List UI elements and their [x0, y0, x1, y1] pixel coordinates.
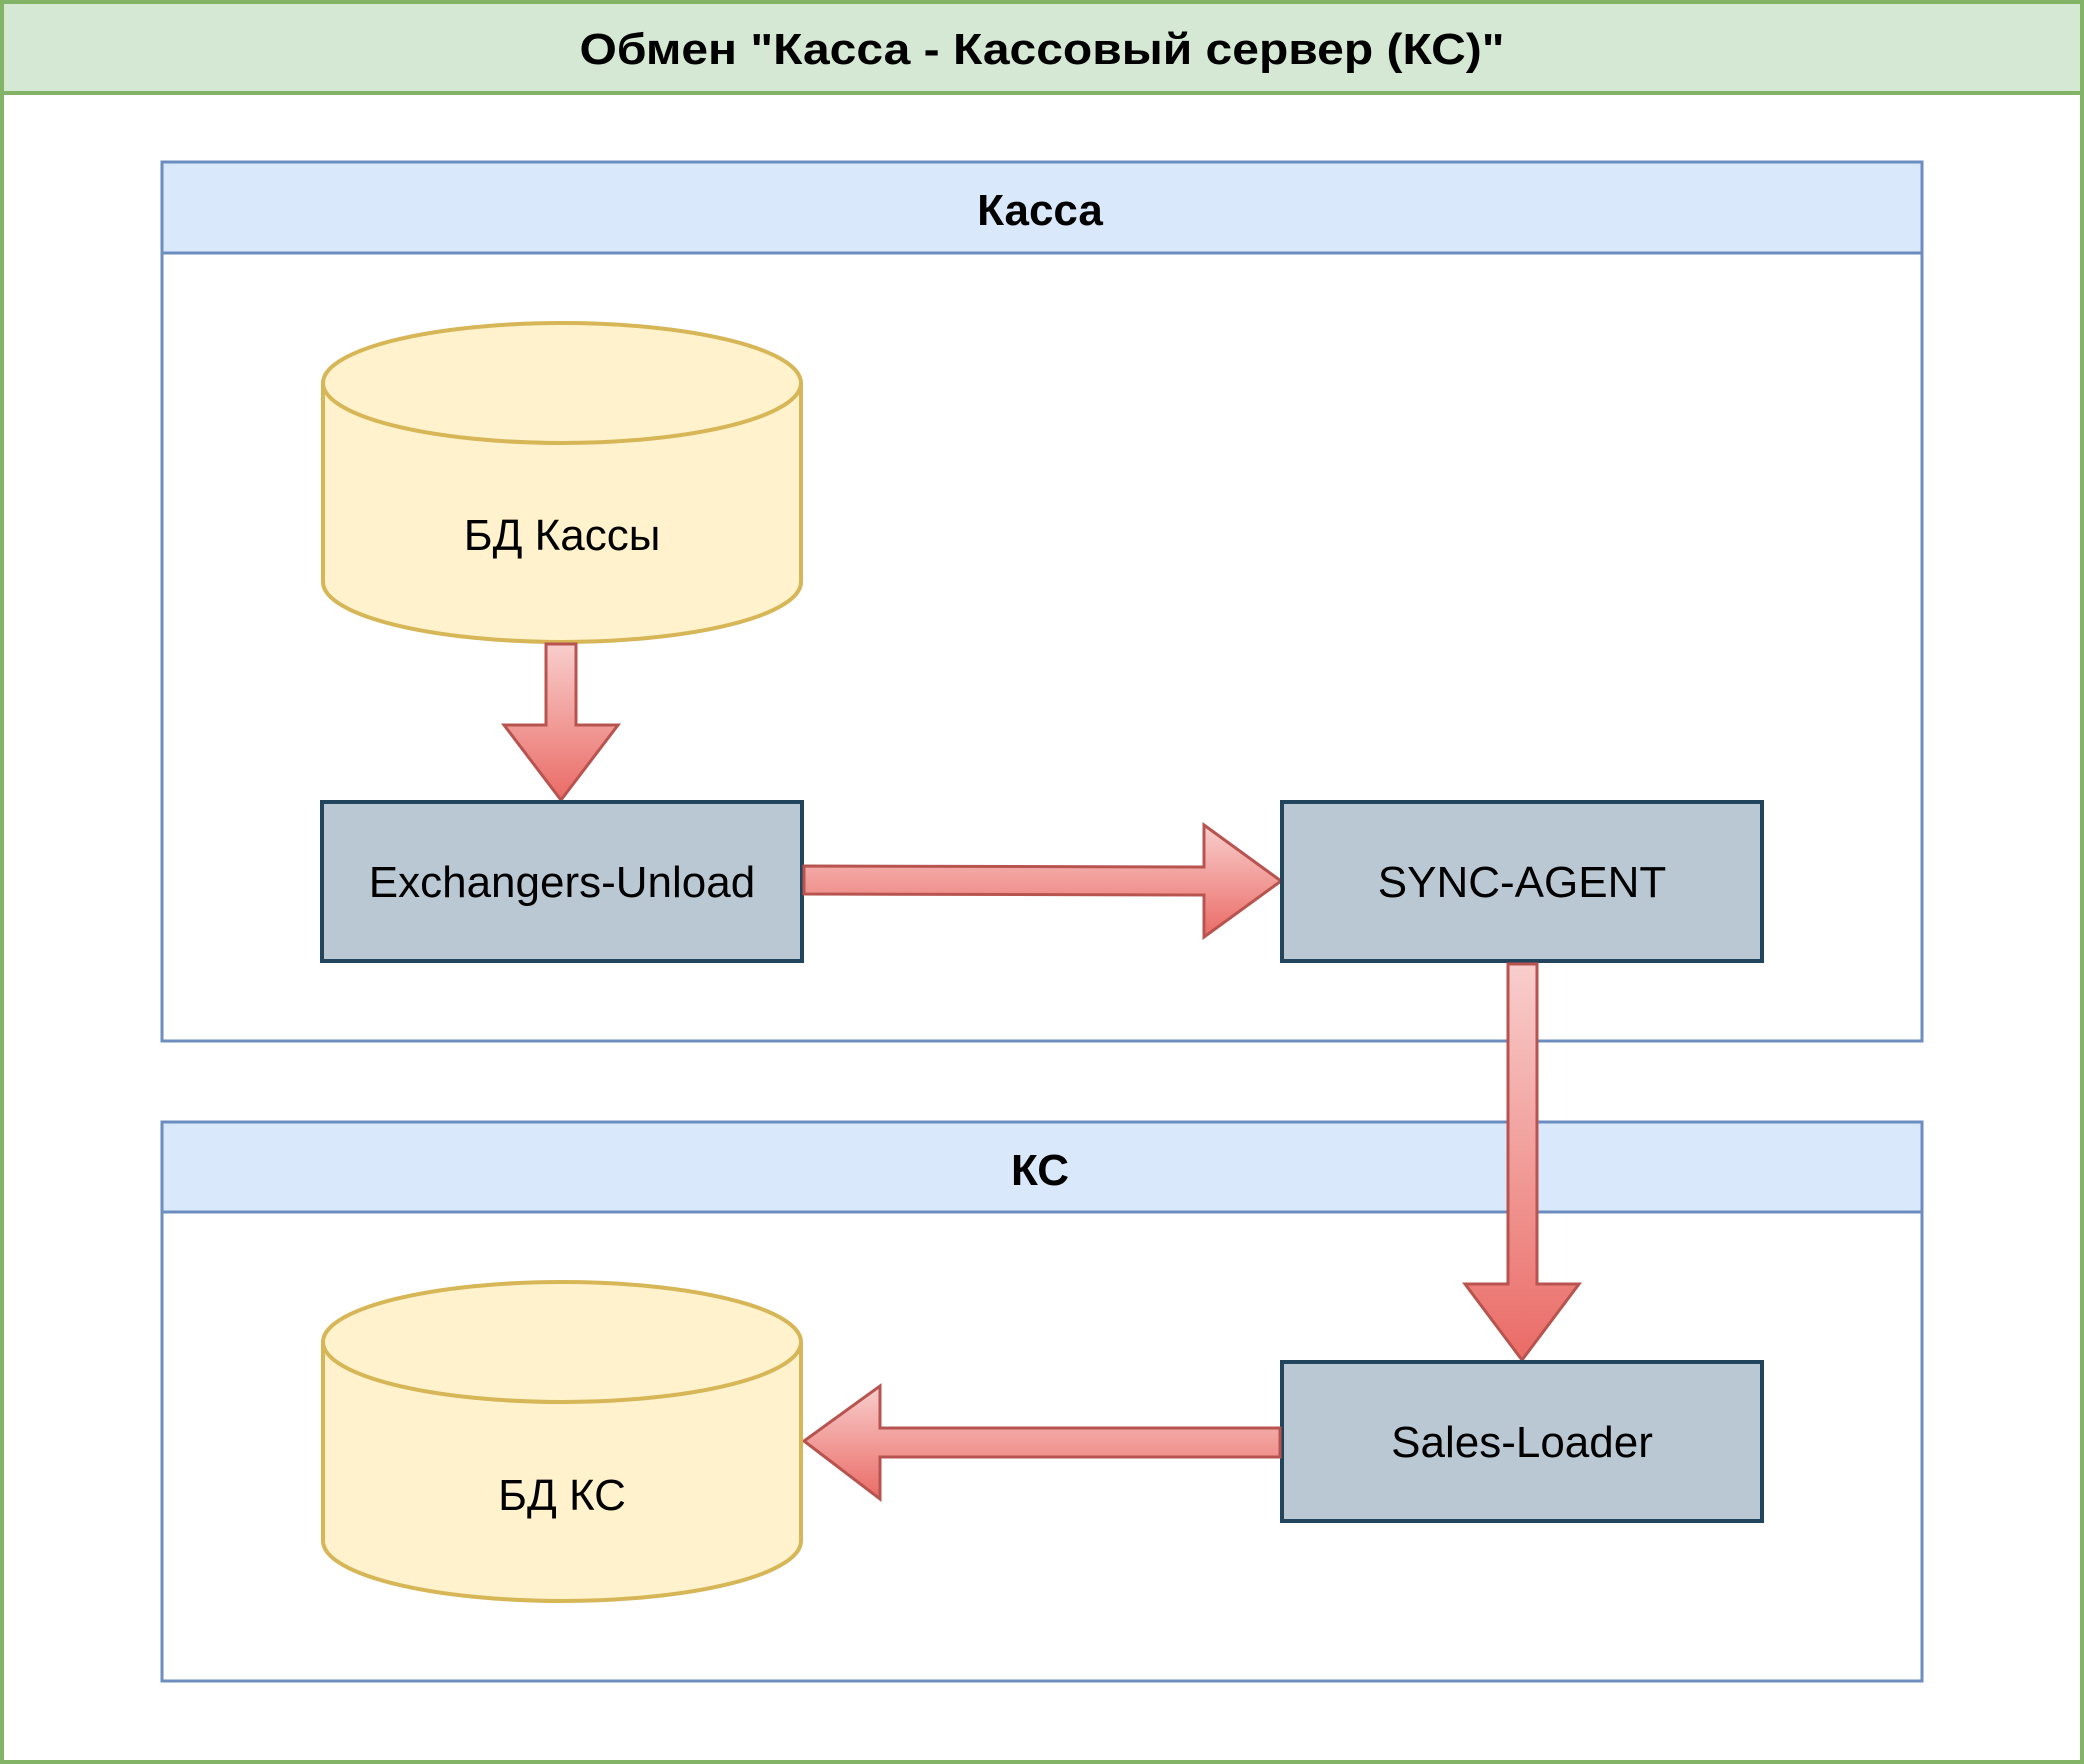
arrow-exchangers-to-sync-agent: [802, 822, 1284, 940]
arrow-db-kassa-to-exchangers: [500, 642, 622, 803]
db-ks-cylinder[interactable]: БД КС: [321, 1280, 803, 1603]
sales-loader-label: Sales-Loader: [1391, 1418, 1653, 1467]
container-kassa-label: Касса: [977, 186, 1103, 235]
db-kassa-label: БД Кассы: [464, 511, 661, 560]
exchangers-unload-box[interactable]: Exchangers-Unload: [320, 800, 804, 963]
arrow-sales-loader-to-db-ks: [801, 1383, 1282, 1503]
sync-agent-box[interactable]: SYNC-AGENT: [1280, 800, 1764, 963]
arrow-sync-agent-to-sales-loader: [1462, 962, 1582, 1363]
container-ks-header: [160, 1120, 1924, 1214]
exchangers-unload-label: Exchangers-Unload: [369, 858, 755, 907]
db-ks-label: БД КС: [498, 1471, 626, 1520]
db-kassa-cylinder[interactable]: БД Кассы: [321, 321, 803, 644]
sales-loader-box[interactable]: Sales-Loader: [1280, 1360, 1764, 1523]
container-ks-label: КС: [1011, 1146, 1069, 1195]
diagram-title: Обмен "Касса - Кассовый сервер (КС)": [580, 25, 1505, 74]
sync-agent-label: SYNC-AGENT: [1378, 858, 1666, 907]
container-kassa-header: [160, 160, 1924, 255]
outer-header: [0, 0, 2084, 95]
